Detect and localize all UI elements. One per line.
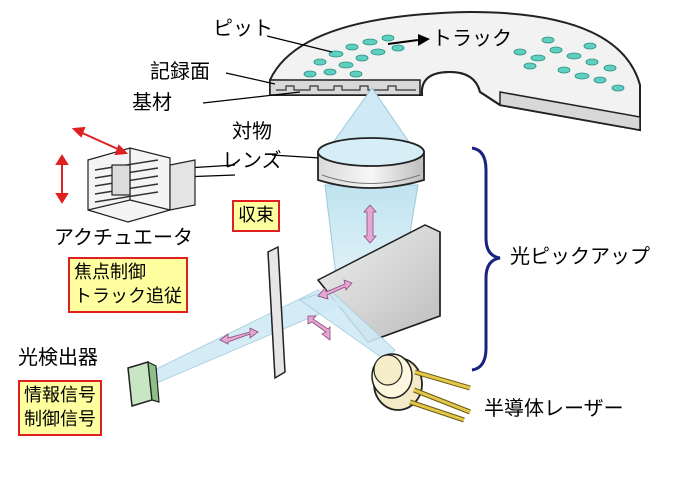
actuator-functions-box: 焦点制御 トラック追従	[68, 257, 188, 313]
actuator-motion-arrows	[55, 126, 129, 204]
label-substrate: 基材	[132, 90, 172, 114]
detector-signals-box: 情報信号 制御信号	[18, 380, 102, 436]
information-signal-text: 情報信号	[24, 385, 96, 406]
semiconductor-laser	[371, 353, 471, 423]
label-actuator: アクチュエータ	[54, 225, 193, 249]
convergence-text: 収束	[238, 205, 274, 226]
disc	[269, 10, 641, 132]
label-pit: ピット	[213, 16, 273, 40]
label-objective-lens-2: レンズ	[222, 148, 282, 172]
label-optical-pickup: 光ピックアップ	[510, 244, 650, 268]
label-track: トラック	[432, 26, 512, 50]
control-signal-text: 制御信号	[24, 409, 96, 430]
tracking-text: トラック追従	[74, 286, 182, 307]
beam-arrows	[219, 204, 377, 345]
convergence-box: 収束	[232, 200, 280, 232]
pit-pattern	[303, 34, 625, 92]
label-recording-surface: 記録面	[150, 59, 210, 83]
label-photodetector: 光検出器	[18, 345, 98, 369]
focus-control-text: 焦点制御	[74, 262, 146, 283]
label-objective-lens-1: 対物	[232, 119, 272, 143]
label-semiconductor-laser: 半導体レーザー	[484, 396, 624, 420]
track-arrow	[387, 34, 430, 46]
optical-pickup-brace	[471, 146, 501, 372]
actuator-schematic	[87, 147, 196, 223]
splitter-plate	[267, 245, 286, 380]
photodetector	[127, 360, 160, 407]
objective-lens	[317, 137, 425, 189]
